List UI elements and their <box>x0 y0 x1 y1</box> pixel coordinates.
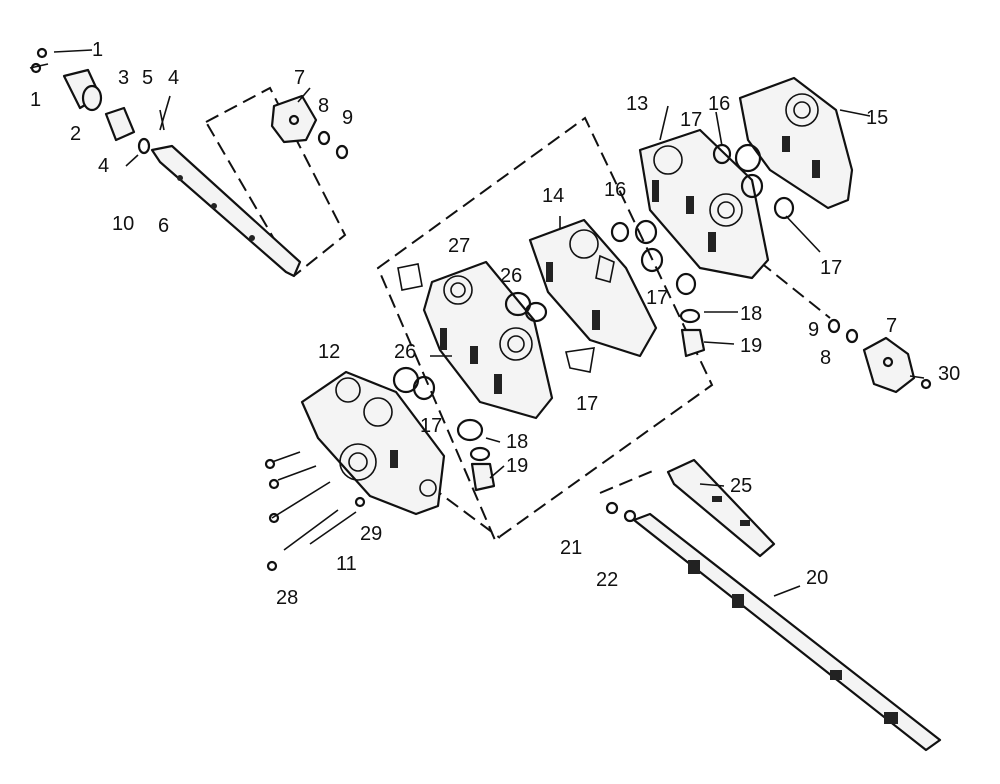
callout-14: 14 <box>542 185 564 207</box>
callout-26-left: 26 <box>394 341 416 363</box>
valve-section-13 <box>638 128 795 280</box>
callout-labels: 1 1 2 3 5 4 4 10 6 7 8 9 13 17 16 15 16 … <box>30 39 960 609</box>
callout-18-right: 18 <box>740 303 762 325</box>
callout-30: 30 <box>938 363 960 385</box>
callout-17-left: 17 <box>420 415 442 437</box>
callout-7-top: 7 <box>294 67 305 89</box>
callout-26-mid: 26 <box>500 265 522 287</box>
callout-17-top: 17 <box>680 109 702 131</box>
callout-16-top: 16 <box>708 93 730 115</box>
valve-section-27 <box>397 260 554 420</box>
callout-10: 10 <box>112 213 134 235</box>
callout-20: 20 <box>806 567 828 589</box>
callout-1-top: 1 <box>92 39 103 61</box>
center-dashed-group-outline <box>376 116 714 542</box>
callout-8-top: 8 <box>318 95 329 117</box>
callout-5: 5 <box>142 67 153 89</box>
callout-4-left: 4 <box>98 155 109 177</box>
callout-19-left: 19 <box>506 455 528 477</box>
callout-6: 6 <box>158 215 169 237</box>
callout-21: 21 <box>560 537 582 559</box>
callout-27: 27 <box>448 235 470 257</box>
callout-9-right: 9 <box>808 319 819 341</box>
callout-17-right: 17 <box>820 257 842 279</box>
cover-plate-top <box>270 94 349 160</box>
dashed-leader-left <box>429 485 501 539</box>
callout-9-top: 9 <box>342 107 353 129</box>
valve-body-15 <box>738 76 854 210</box>
callout-15: 15 <box>866 107 888 129</box>
dashed-leader-right <box>759 261 831 319</box>
callout-18-left: 18 <box>506 431 528 453</box>
spool-assembly-left <box>29 47 302 278</box>
dashed-leader-spool <box>599 469 656 494</box>
callout-22: 22 <box>596 569 618 591</box>
callout-7-right: 7 <box>886 315 897 337</box>
callout-29: 29 <box>360 523 382 545</box>
callout-3: 3 <box>118 67 129 89</box>
callout-19-right: 19 <box>740 335 762 357</box>
callout-13: 13 <box>626 93 648 115</box>
callout-17-center: 17 <box>576 393 598 415</box>
valve-section-14 <box>528 218 706 373</box>
spool-25 <box>666 458 776 558</box>
upper-dashed-group-outline <box>204 86 347 277</box>
callout-12: 12 <box>318 341 340 363</box>
callout-16-mid: 16 <box>604 179 626 201</box>
tie-bolts <box>264 451 366 572</box>
callout-4-top: 4 <box>168 67 179 89</box>
cover-plate-right <box>827 318 932 394</box>
valve-body-12 <box>300 366 496 516</box>
callout-8-right: 8 <box>820 347 831 369</box>
callout-25: 25 <box>730 475 752 497</box>
callout-28: 28 <box>276 587 298 609</box>
callout-1-left: 1 <box>30 89 41 111</box>
callout-11: 11 <box>336 553 357 575</box>
callout-17-mid: 17 <box>646 287 668 309</box>
callout-leaders <box>53 49 925 597</box>
spool-20 <box>605 501 942 752</box>
callout-2: 2 <box>70 123 81 145</box>
